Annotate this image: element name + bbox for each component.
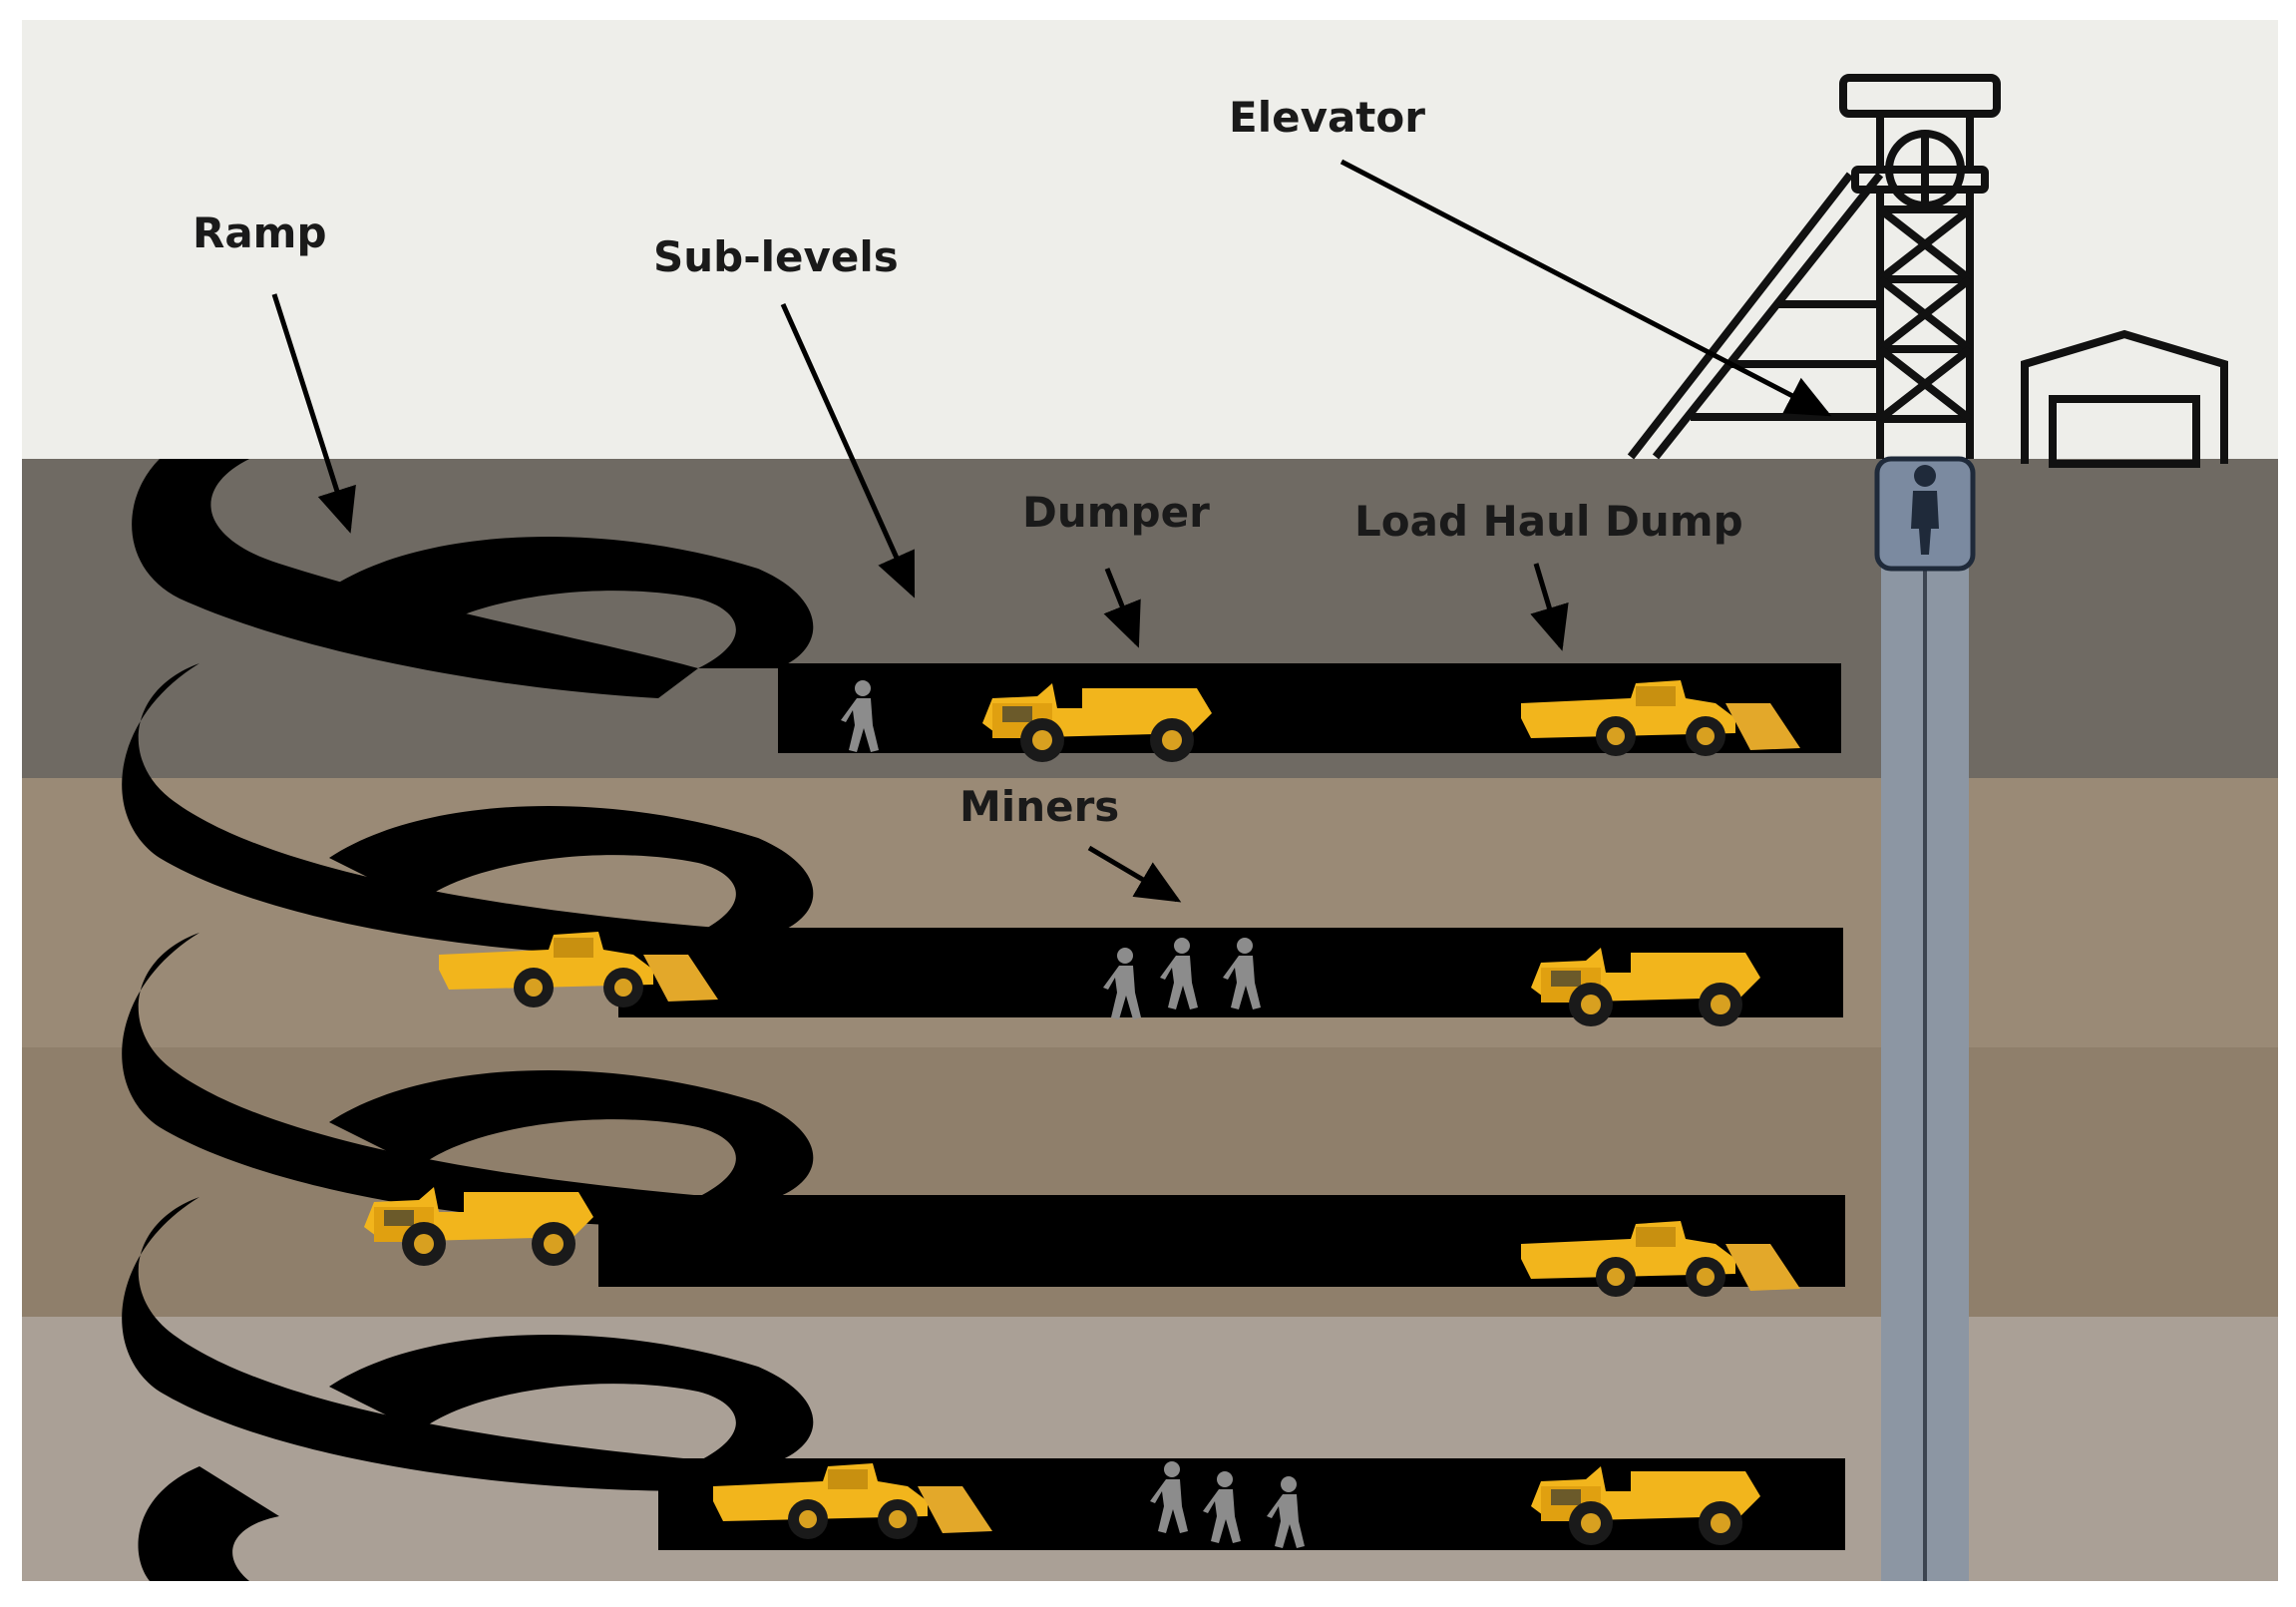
dumper-label: Dumper [1022,488,1210,537]
miners-label: Miners [959,782,1119,831]
sublevels-label: Sub-levels [653,232,899,281]
spiral-ramp [122,459,814,1581]
elevator-label: Elevator [1229,93,1425,142]
lhd-label: Load Haul Dump [1354,497,1743,546]
headframe-tower [1627,74,2001,460]
sublevels-arrow [780,302,916,599]
elevator-arrow [1339,159,1832,417]
elevator-shaft [1874,456,1976,1581]
lhd-arrow [1530,563,1569,651]
dumper-arrow [1103,568,1141,648]
surface-building [2021,329,2228,468]
ramp-label: Ramp [192,208,327,257]
miners-arrow [1087,845,1182,903]
ramp-arrow [271,293,356,534]
